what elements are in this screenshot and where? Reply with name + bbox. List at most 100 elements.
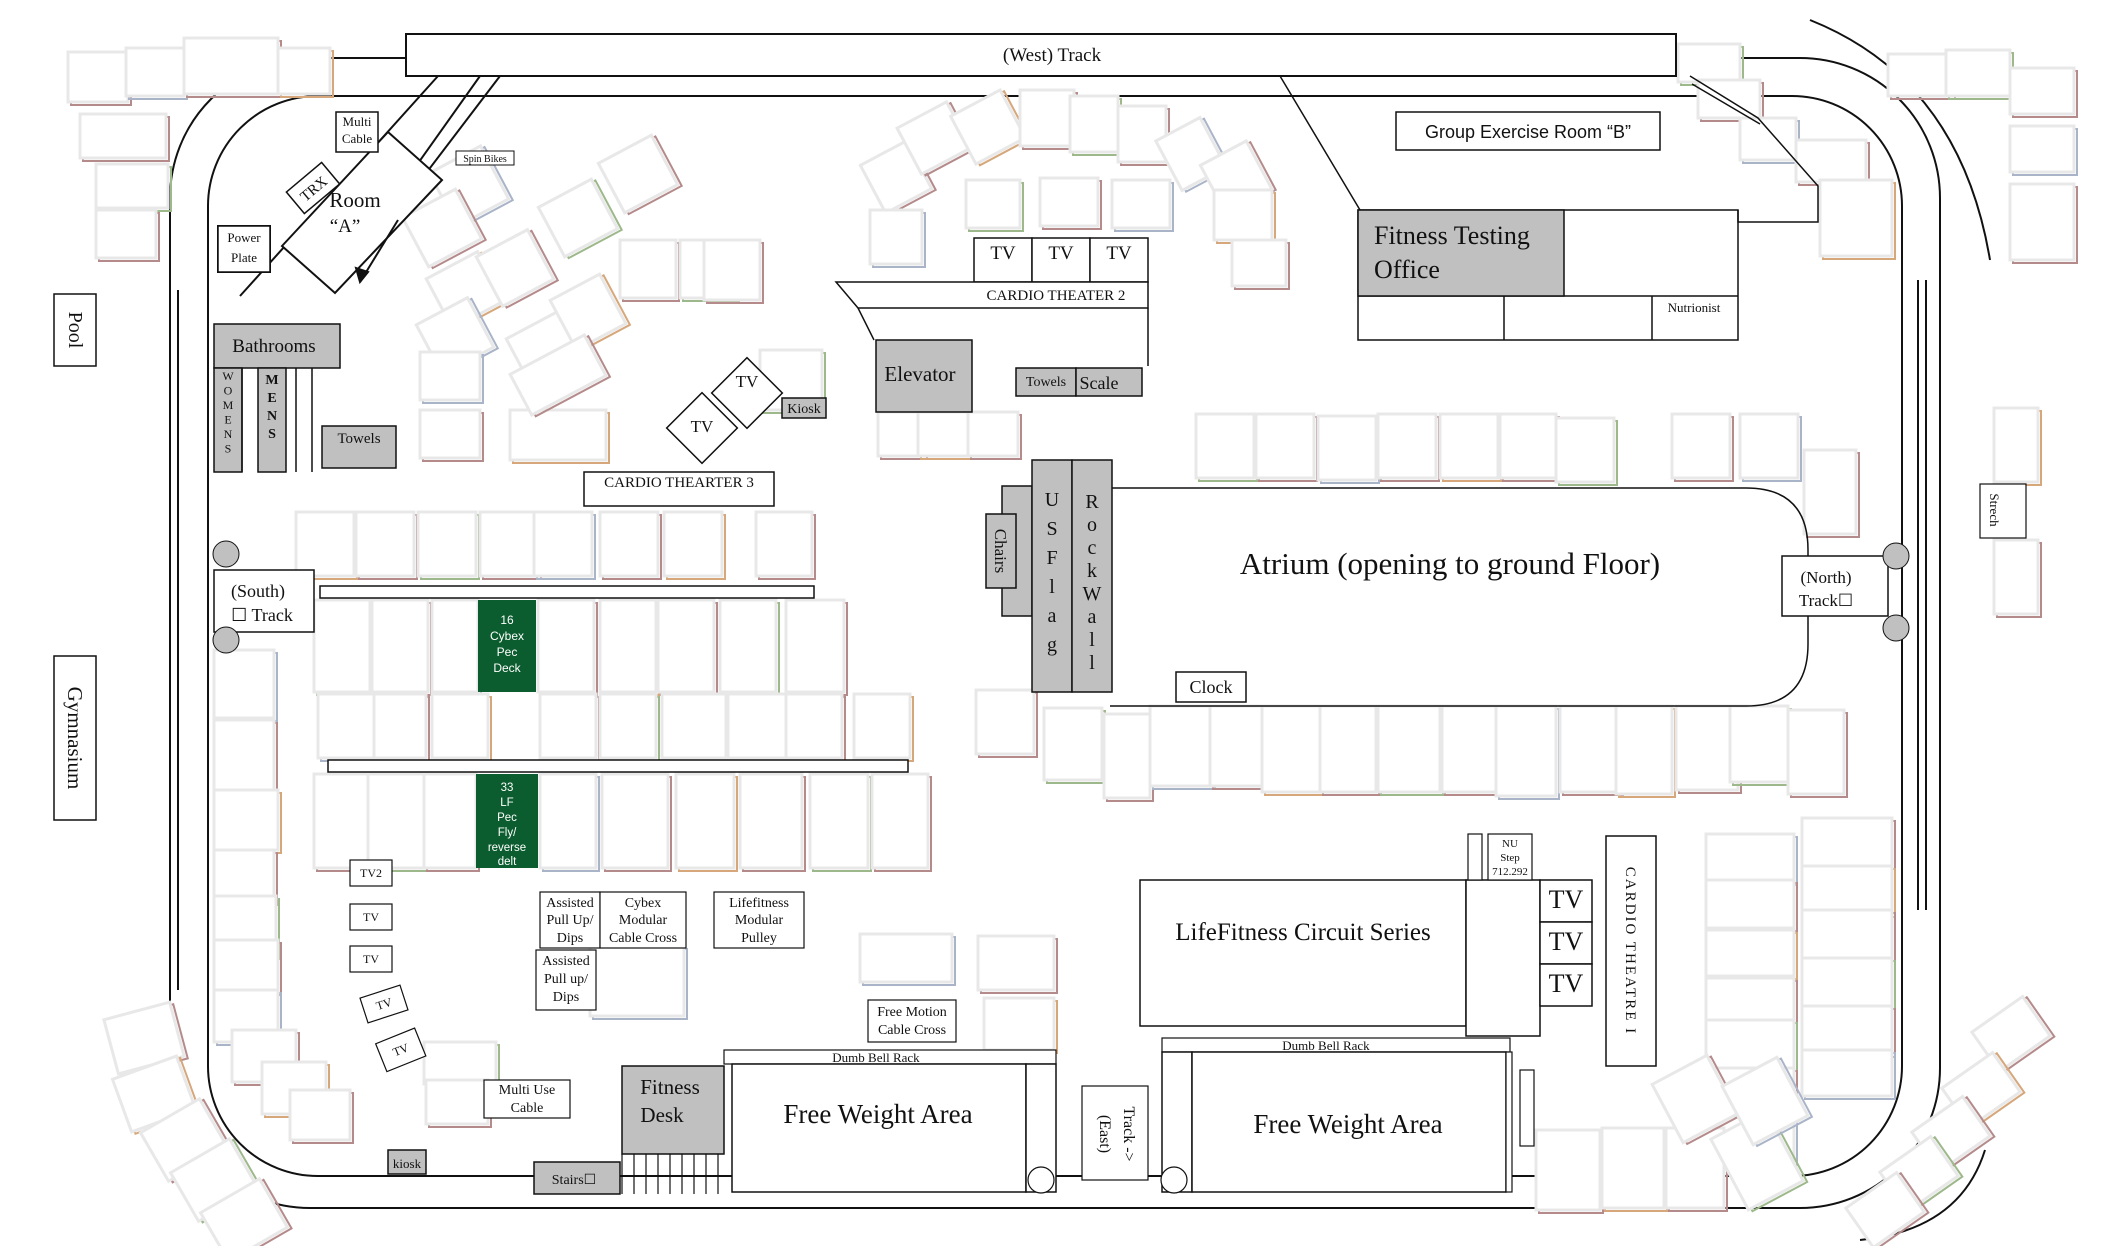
equipment-footprint [1794, 138, 1870, 186]
room-a-quote-label: “A” [330, 216, 361, 237]
equipment-footprint [370, 598, 432, 696]
svg-text:NU: NU [1502, 838, 1518, 850]
equipment-footprint [430, 598, 482, 696]
equipment-footprint [416, 510, 480, 580]
equipment-footprint [1376, 704, 1444, 796]
free-weight-area-right: Dumb Bell Rack Free Weight Area [1160, 1037, 1535, 1194]
equipment-footprint [1558, 704, 1624, 796]
spin-bikes: Spin Bikes [455, 150, 515, 166]
svg-text:delt: delt [498, 856, 517, 868]
svg-text:Towels: Towels [1026, 375, 1066, 390]
svg-text:Fly/: Fly/ [498, 827, 517, 839]
equipment-footprint [1818, 178, 1896, 260]
equipment-footprint [1102, 712, 1154, 802]
equipment-footprint [966, 410, 1022, 460]
cybex-modular-cable-cross: Cybex Modular Cable Cross [599, 891, 687, 949]
equipment-footprint [312, 772, 374, 872]
cardio-theater-2: TV TV TV CARDIO THEATER 2 [834, 237, 1149, 366]
equipment-footprint [312, 598, 374, 696]
svg-text:Lifefitness: Lifefitness [729, 896, 789, 911]
equipment-footprint [1554, 416, 1618, 486]
equipment-footprint [1316, 414, 1380, 484]
svg-text:Free Weight Area: Free Weight Area [783, 1099, 972, 1129]
lf-pec-fly: 33 LF Pec Fly/ reverse delt [476, 774, 538, 868]
equipment-footprint [102, 1000, 189, 1078]
equipment-footprint [1670, 412, 1734, 482]
svg-text:Pec: Pec [497, 645, 518, 659]
equipment-footprint [1992, 538, 2042, 618]
atrium: Atrium (opening to ground Floor) [1110, 487, 1809, 707]
equipment-footprint [1018, 88, 1078, 150]
equipment-footprint [852, 692, 914, 762]
svg-text:Cable Cross: Cable Cross [878, 1023, 946, 1038]
equipment-footprint [1696, 78, 1764, 122]
equipment-footprint [754, 510, 816, 580]
svg-text:Dumb Bell Rack: Dumb Bell Rack [832, 1050, 920, 1065]
equipment-footprint [198, 1176, 293, 1246]
equipment-footprint [478, 510, 542, 580]
svg-text:Desk: Desk [640, 1103, 684, 1127]
svg-text:Fitness Testing: Fitness Testing [1374, 221, 1530, 250]
svg-text:Multi Use: Multi Use [499, 1083, 555, 1098]
svg-text:Assisted: Assisted [542, 954, 589, 969]
svg-text:Free Motion: Free Motion [877, 1005, 947, 1020]
equipment-footprint [1534, 1128, 1604, 1214]
svg-text:kiosk: kiosk [393, 1156, 422, 1171]
west-track: (West) Track [405, 33, 1677, 77]
elevator: Elevator [875, 339, 973, 413]
equipment-footprint [1728, 704, 1792, 786]
equipment-footprint [1194, 412, 1258, 482]
multi-use-cable: Multi Use Cable [483, 1079, 571, 1119]
equipment-footprint [294, 510, 358, 580]
gymnasium: Gymnasium [53, 655, 97, 821]
svg-text:Fitness: Fitness [640, 1075, 700, 1099]
equipment-footprint [1376, 412, 1440, 482]
svg-text:712.292: 712.292 [1492, 866, 1528, 878]
svg-text:TV2: TV2 [360, 866, 382, 880]
equipment-footprint [1038, 176, 1102, 230]
cardio-theater-1-tvs: TV TV TV [1539, 879, 1593, 1007]
svg-text:TV: TV [1048, 243, 1074, 264]
equipment-footprint [982, 996, 1058, 1054]
equipment-footprint [702, 238, 764, 304]
equipment-footprint [588, 944, 688, 1020]
room-a-label: Room [329, 188, 380, 212]
svg-text:Pec: Pec [497, 812, 517, 824]
equipment-footprint [538, 692, 600, 762]
svg-text:LifeFitness Circuit Series: LifeFitness Circuit Series [1175, 919, 1431, 946]
svg-text:Modular: Modular [735, 913, 784, 928]
chairs: Chairs [985, 485, 1033, 617]
equipment-footprint [1704, 976, 1798, 1024]
equipment-footprint [1786, 708, 1848, 798]
equipment-footprint [1800, 816, 1896, 870]
svg-text:16: 16 [500, 613, 514, 627]
equipment-footprint [1260, 704, 1324, 796]
equipment-footprint [1992, 406, 2042, 486]
equipment-footprint [276, 46, 334, 98]
equipment-footprint [78, 112, 170, 162]
equipment-footprint [430, 692, 492, 762]
equipment-footprint [508, 408, 610, 464]
equipment-footprint [288, 1088, 354, 1144]
svg-text:Multi: Multi [343, 114, 372, 129]
towels-scale: Towels Scale [1015, 367, 1143, 397]
equipment-footprint [1802, 448, 1860, 538]
cardio-theatre-1: CARDIO THEATRE I [1605, 835, 1657, 1067]
equipment-footprint [212, 788, 282, 854]
equipment-footprint [662, 510, 726, 580]
equipment-footprint [784, 692, 846, 762]
svg-text:Cable: Cable [342, 131, 373, 146]
svg-text:Modular: Modular [619, 913, 668, 928]
svg-text:Bathrooms: Bathrooms [232, 336, 315, 357]
equipment-footprint [598, 510, 662, 580]
cardio-theater-3: TV TV CARDIO THEARTER 3 [583, 356, 784, 507]
equipment-footprint [1886, 52, 1956, 100]
svg-text:TV: TV [363, 952, 379, 966]
svg-text:TV: TV [363, 910, 379, 924]
svg-text:TV: TV [1549, 969, 1584, 998]
equipment-footprint [1704, 878, 1798, 932]
free-weight-area-left: Dumb Bell Rack Free Weight Area [723, 1049, 1057, 1194]
svg-text:TV: TV [736, 372, 759, 391]
svg-text:TV: TV [374, 995, 394, 1013]
lifefitness-circuit-series: LifeFitness Circuit Series [1139, 833, 1541, 1037]
